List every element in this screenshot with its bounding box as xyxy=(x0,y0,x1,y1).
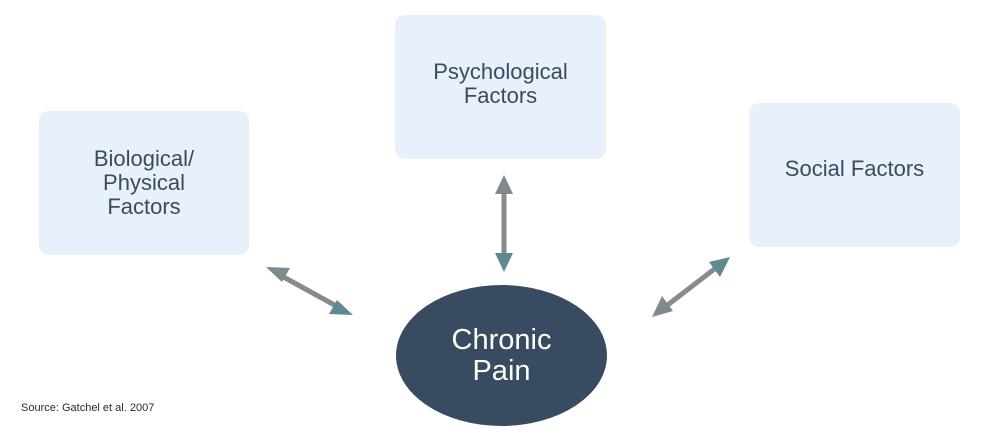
arrow-biological-pain xyxy=(266,267,353,315)
arrow-social-pain xyxy=(652,257,730,317)
psychological-label-line-1: Psychological xyxy=(433,59,568,84)
biological-label-line-3: Factors xyxy=(107,194,181,219)
source-citation: Source: Gatchel et al. 2007 xyxy=(21,402,155,414)
biological-physical-factors-box: Biological/ Physical Factors xyxy=(39,111,249,255)
biological-label-line-2: Physical xyxy=(103,170,185,195)
arrow-psychological-pain xyxy=(495,175,513,272)
social-factors-box: Social Factors xyxy=(749,103,960,247)
chronic-pain-ellipse: Chronic Pain xyxy=(396,285,607,426)
center-label-line-1: Chronic xyxy=(451,323,552,356)
social-label-line-1: Social Factors xyxy=(784,156,925,181)
biological-label-line-1: Biological/ xyxy=(93,146,195,171)
center-label-line-2: Pain xyxy=(472,354,531,387)
psychological-factors-box: Psychological Factors xyxy=(395,15,606,159)
psychological-label-line-2: Factors xyxy=(463,83,538,108)
